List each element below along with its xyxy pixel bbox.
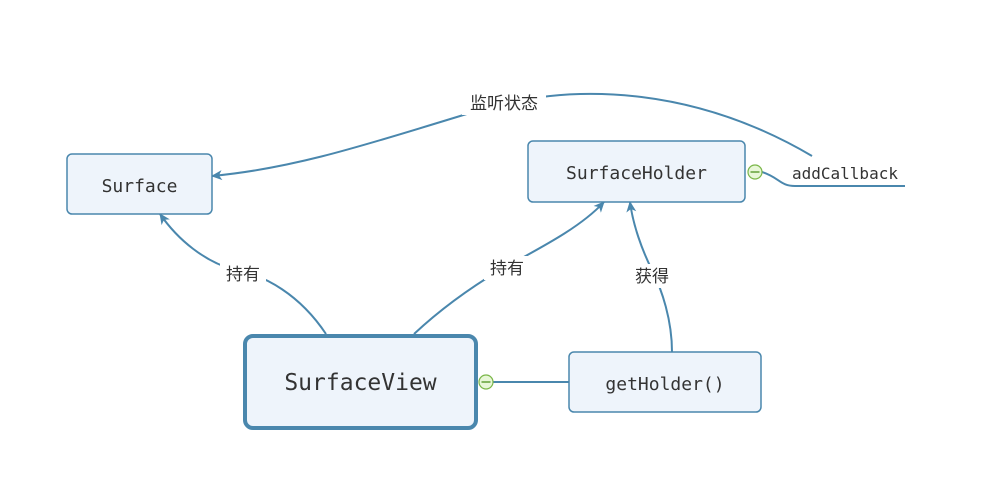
edge-label-view-holds-surface: 持有 [226,265,260,285]
minus-circle-icon[interactable] [747,164,763,180]
connector-holder-addcallback [761,171,905,187]
node-surface-holder[interactable]: SurfaceHolder [527,140,746,203]
node-surface-label: Surface [102,176,178,197]
node-surface-holder-label: SurfaceHolder [566,163,707,184]
edge-label-obtain: 获得 [635,267,669,287]
edge-label-view-holds-holder: 持有 [490,259,524,279]
node-surface[interactable]: Surface [66,153,213,215]
topic-add-callback-label: addCallback [792,164,898,183]
node-surface-view[interactable]: SurfaceView [243,334,478,430]
node-get-holder[interactable]: getHolder() [568,351,762,413]
edge-label-listen-state: 监听状态 [470,94,538,114]
topic-add-callback[interactable]: addCallback [792,164,898,183]
node-surface-view-label: SurfaceView [284,370,436,396]
node-get-holder-label: getHolder() [605,374,724,395]
minus-circle-icon[interactable] [478,374,494,390]
